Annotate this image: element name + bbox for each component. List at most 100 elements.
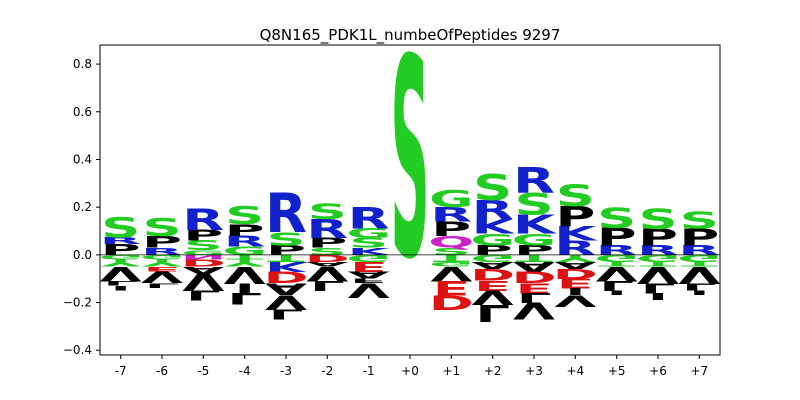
- logo-letter-V: V: [224, 261, 267, 288]
- y-axis: −0.4−0.20.00.20.40.60.8: [63, 57, 100, 357]
- logo-letter-R: R: [596, 243, 638, 258]
- logo-letter-L: L: [517, 290, 552, 305]
- logo-letter-R: R: [430, 203, 472, 226]
- logo-letter-G: G: [181, 249, 226, 257]
- logo-letter-L: L: [599, 278, 634, 293]
- x-tick-label: +4: [566, 364, 584, 378]
- logo-letter-I: I: [565, 286, 585, 297]
- logo-letter-K: K: [265, 259, 309, 274]
- logo-letter-S: S: [349, 236, 388, 251]
- logo-letter-E: E: [474, 278, 511, 293]
- logo-glyphs: PRSGYVLIRPSGYEVLGSPRNDAVLGRPSTYVILPSRTKD…: [98, 0, 721, 326]
- logo-letter-L: L: [475, 299, 510, 326]
- logo-letter-G: G: [346, 226, 391, 241]
- logo-letter-V: V: [141, 267, 183, 286]
- logo-letter-L: L: [145, 282, 180, 290]
- logo-letter-Q: Q: [428, 233, 474, 252]
- x-tick-label: -5: [197, 364, 209, 378]
- logo-letter-D: D: [263, 267, 308, 286]
- logo-letter-P: P: [225, 221, 265, 240]
- logo-letter-L: L: [186, 287, 221, 302]
- logo-letter-D: D: [305, 252, 350, 263]
- logo-letter-A: A: [348, 269, 390, 280]
- logo-letter-R: R: [265, 182, 307, 245]
- logo-letter-T: T: [681, 260, 719, 268]
- logo-letter-G: G: [512, 231, 557, 250]
- chart-title: Q8N165_PDK1L_numbeOfPeptides 9297: [260, 26, 561, 45]
- logo-letter-S: S: [556, 179, 595, 213]
- logo-letter-G: G: [346, 252, 391, 263]
- logo-letter-K: K: [348, 246, 393, 257]
- x-tick-label: +5: [608, 364, 626, 378]
- logo-letter-L: L: [269, 306, 304, 321]
- x-tick-label: +7: [690, 364, 708, 378]
- logo-letter-S: S: [184, 238, 223, 253]
- logo-letter-R: R: [472, 195, 514, 226]
- logo-letter-F: F: [350, 277, 387, 285]
- logo-letter-T: T: [515, 252, 553, 263]
- logo-letter-P: P: [431, 218, 471, 241]
- logo-letter-L: L: [641, 280, 676, 295]
- x-tick-label: -4: [239, 364, 251, 378]
- logo-letter-S: S: [597, 202, 636, 234]
- logo-letter-R: R: [224, 233, 266, 250]
- y-tick-label: 0.8: [73, 57, 92, 71]
- logo-letter-T: T: [598, 260, 636, 268]
- y-tick-label: 0.2: [73, 200, 92, 214]
- logo-letter-E: E: [350, 259, 387, 274]
- logo-letter-D: D: [553, 266, 598, 281]
- logo-letter-A: A: [554, 259, 596, 270]
- logo-letter-G: G: [470, 252, 515, 263]
- logo-letter-E: E: [557, 275, 594, 290]
- logo-letter-R: R: [637, 243, 679, 258]
- logo-letter-G: G: [429, 260, 474, 268]
- logo-letter-S: S: [142, 213, 181, 241]
- logo-letter-S: S: [101, 212, 140, 244]
- logo-letter-V: V: [182, 268, 225, 295]
- logo-letter-V: V: [678, 261, 721, 288]
- logo-letter-R: R: [182, 203, 224, 237]
- y-tick-label: −0.2: [63, 296, 92, 310]
- logo-letter-A: A: [306, 260, 348, 268]
- logo-letter-Y: Y: [141, 257, 183, 268]
- logo-letter-D: D: [181, 257, 226, 268]
- logo-letter-P: P: [183, 227, 223, 244]
- logo-letter-L: L: [310, 278, 345, 293]
- logo-letter-N: N: [181, 253, 226, 261]
- logo-letter-V: V: [306, 262, 349, 285]
- logo-letter-G: G: [98, 253, 143, 261]
- logo-letter-L: L: [227, 289, 262, 308]
- logo-letter-V: V: [265, 291, 308, 314]
- logo-letter-S: S: [308, 200, 347, 225]
- logo-letter-R: R: [513, 159, 555, 201]
- logo-letter-R: R: [100, 235, 142, 246]
- logo-letter-G: G: [594, 252, 639, 263]
- logo-letter-P: P: [555, 201, 595, 233]
- logo-letter-P: P: [679, 224, 719, 251]
- logo-letter-S: S: [225, 201, 264, 229]
- logo-letter-E: E: [515, 280, 552, 295]
- logo-letter-T: T: [639, 260, 677, 268]
- y-tick-label: 0.6: [73, 105, 92, 119]
- logo-letter-R: R: [141, 246, 183, 257]
- logo-letter-P: P: [473, 243, 513, 258]
- logo-letter-T: T: [433, 252, 471, 263]
- logo-letter-K: K: [554, 222, 598, 245]
- logo-letter-S: S: [308, 246, 347, 257]
- logo-letter-S: S: [432, 246, 471, 257]
- logo-letter-A: A: [472, 259, 514, 270]
- logo-letter-R: R: [306, 214, 348, 245]
- logo-letter-R: R: [678, 243, 720, 258]
- logo-letter-V: V: [637, 261, 680, 288]
- x-axis: -7-6-5-4-3-2-1+0+1+2+3+4+5+6+7: [115, 355, 708, 378]
- x-tick-label: -7: [115, 364, 127, 378]
- logo-letter-Y: Y: [554, 252, 596, 263]
- logo-letter-G: G: [636, 252, 681, 263]
- logo-letter-P: P: [266, 243, 306, 258]
- x-tick-label: +2: [484, 364, 502, 378]
- logo-letter-D: D: [470, 265, 515, 284]
- logo-letter-E: E: [433, 276, 470, 299]
- logo-letter-S: S: [390, 0, 429, 320]
- logo-letter-V: V: [100, 262, 143, 285]
